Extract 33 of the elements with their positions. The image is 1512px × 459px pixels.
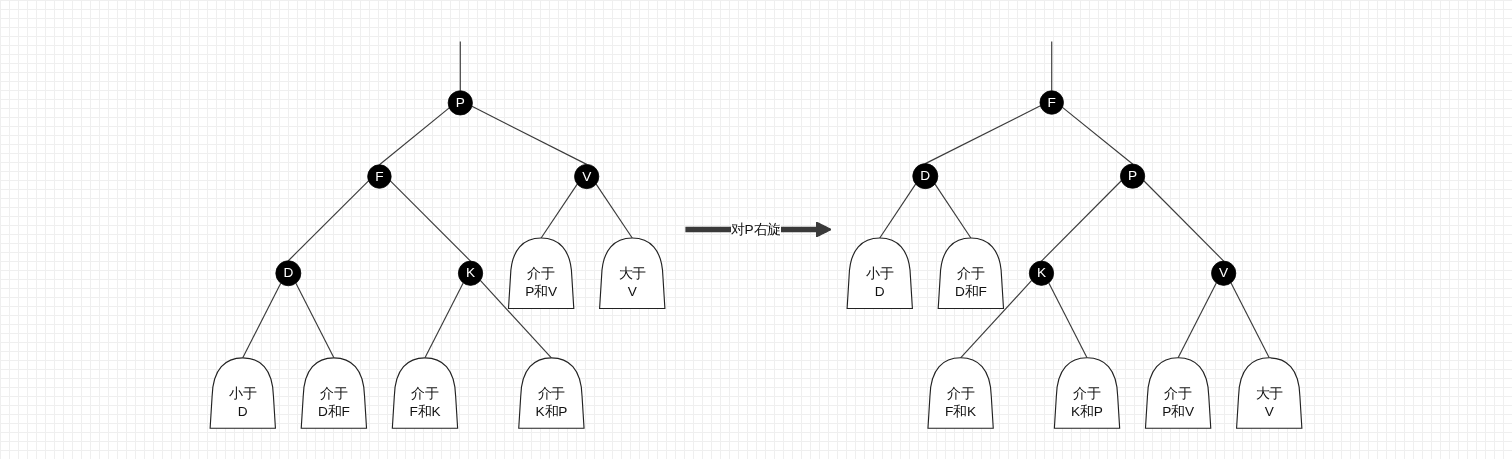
connector (287, 180, 370, 262)
connector (879, 183, 917, 239)
connector (459, 40, 461, 92)
connector (1040, 180, 1122, 262)
connector (471, 105, 588, 165)
connector (595, 183, 633, 239)
node-circle: D (912, 163, 939, 190)
node-circle: V (1211, 260, 1237, 286)
node-circle: D (275, 260, 302, 287)
node-circle: V (574, 164, 600, 190)
connector (1051, 40, 1053, 92)
connector (1048, 282, 1088, 359)
connector (389, 180, 472, 262)
connector (934, 183, 972, 239)
connector (1061, 106, 1134, 165)
node-circle: F (367, 164, 392, 189)
connector (924, 105, 1041, 165)
connector (540, 183, 578, 239)
connector (1230, 282, 1270, 359)
node-circle: K (1028, 260, 1054, 286)
connector (1143, 180, 1225, 262)
node-circle: K (458, 260, 484, 286)
edge-label: 对P右旋 (730, 221, 782, 237)
connector (1177, 282, 1217, 359)
node-circle: F (1039, 90, 1064, 115)
connector (378, 107, 450, 166)
connector (960, 279, 1033, 359)
connector (479, 279, 552, 359)
connector (295, 282, 335, 359)
node-circle: P (1120, 163, 1146, 189)
connector (424, 282, 464, 359)
connector (242, 282, 282, 359)
node-circle: P (447, 90, 473, 116)
